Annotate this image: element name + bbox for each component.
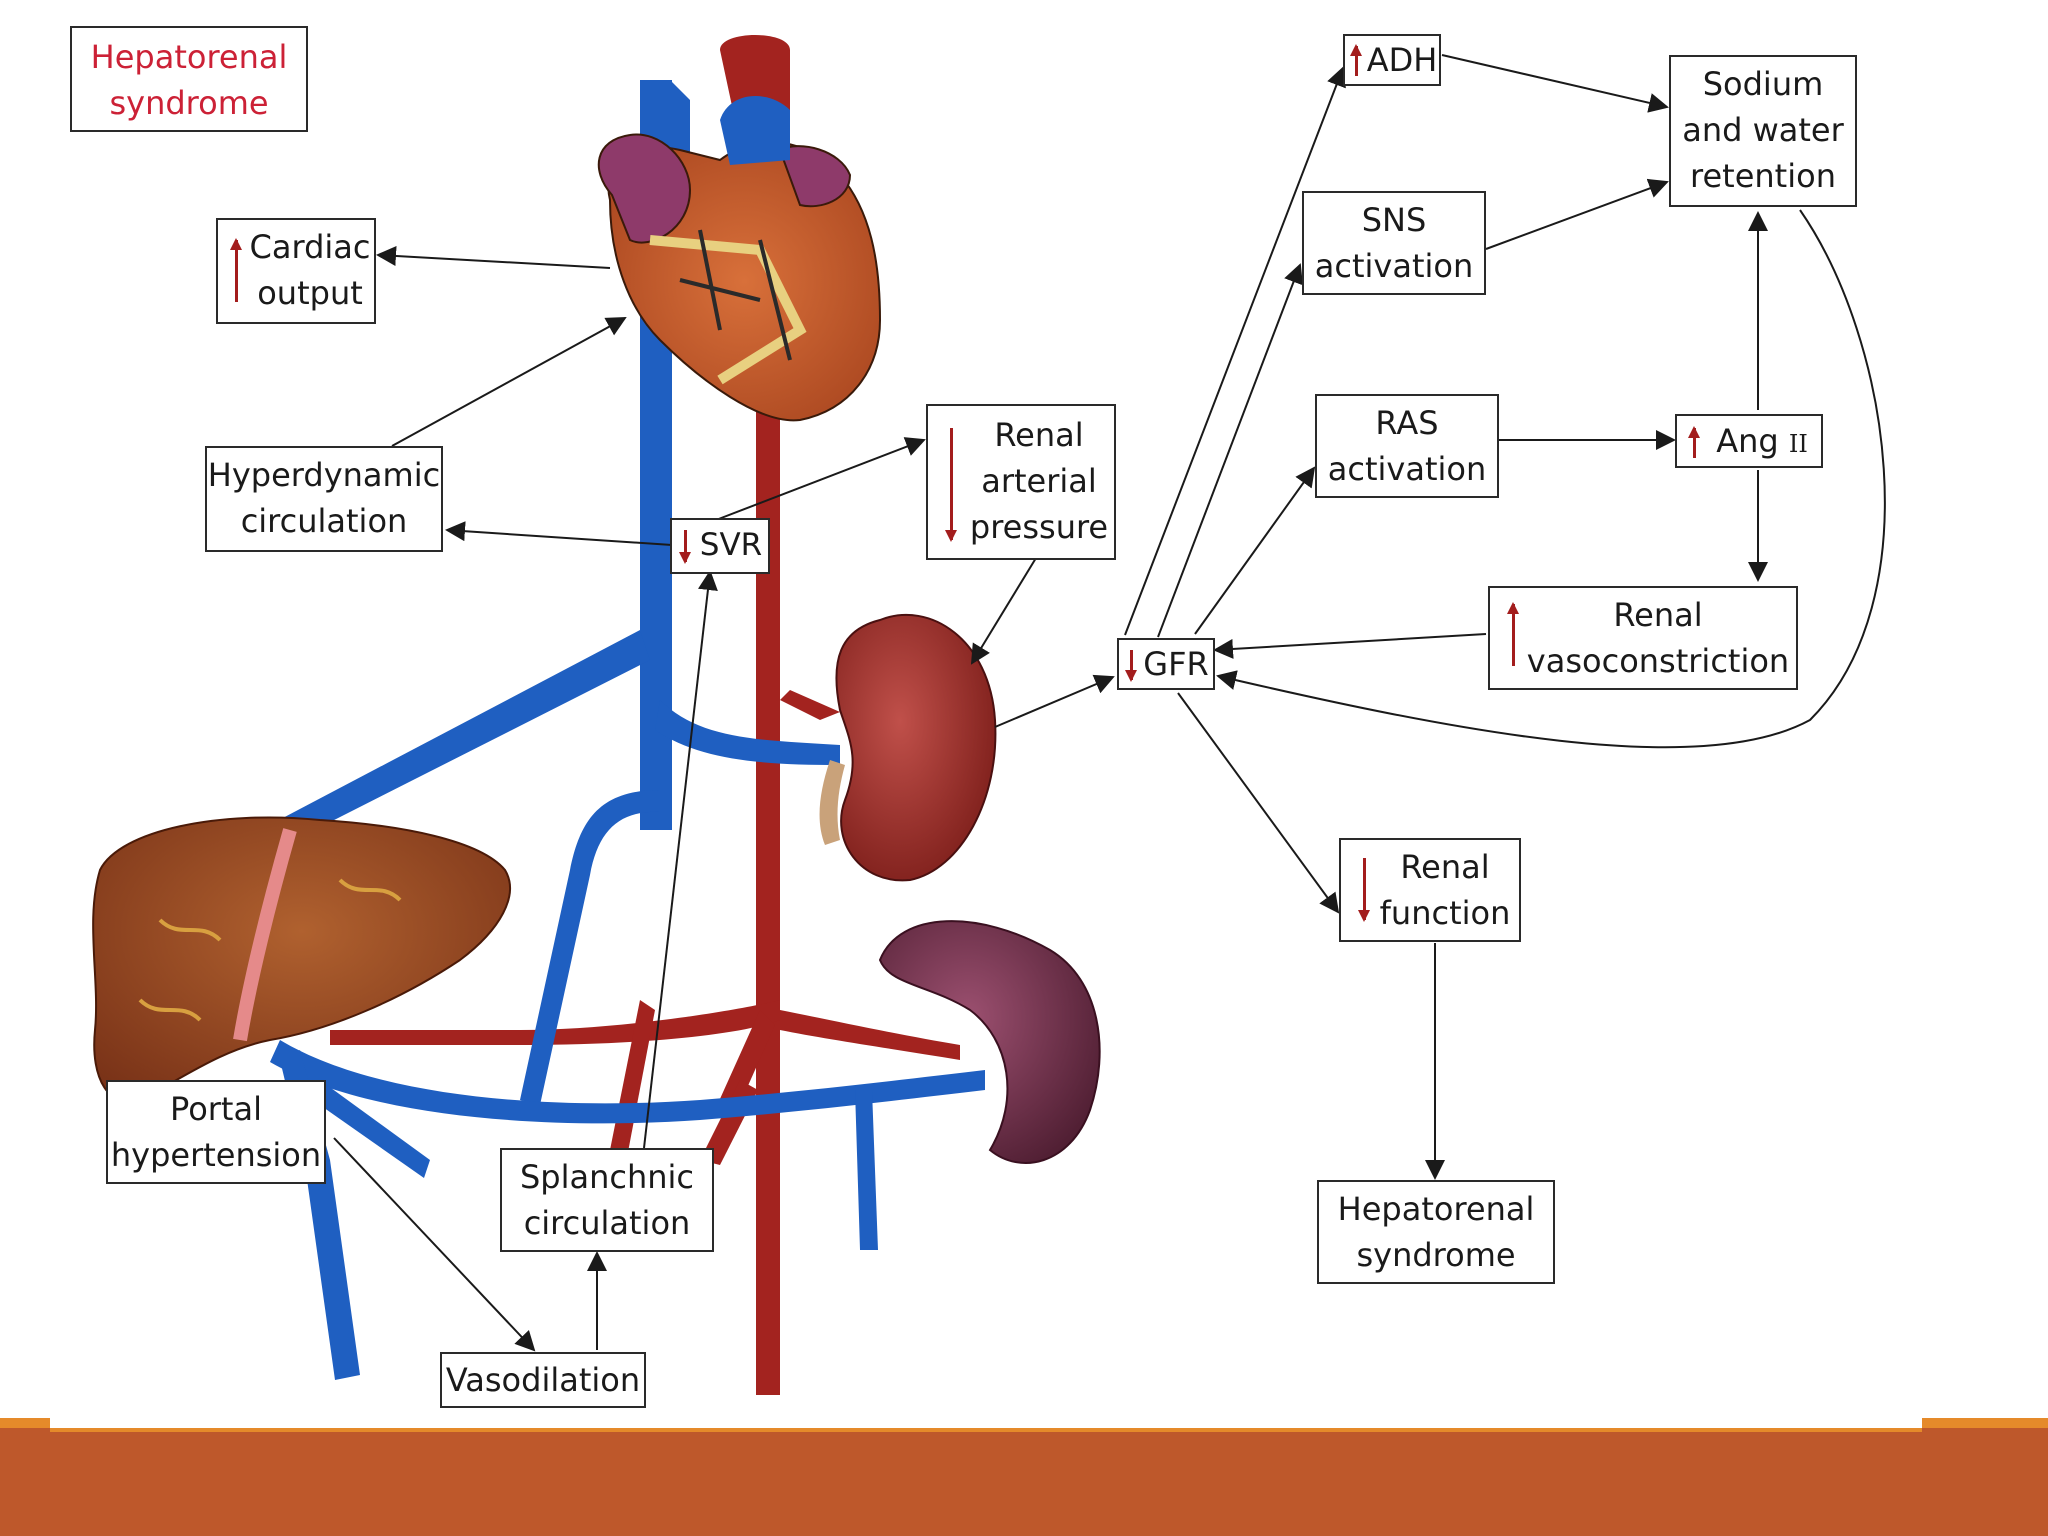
node-adh: ADH xyxy=(1343,34,1441,86)
node-renal-vasoconstriction: Renal vasoconstriction xyxy=(1488,586,1798,690)
node-sns-label: SNS activation xyxy=(1314,201,1474,285)
node-gfr: GFR xyxy=(1117,638,1215,690)
decrease-arrow-icon xyxy=(679,530,691,564)
node-ang-ii: Ang II xyxy=(1675,414,1823,468)
flow-connectors xyxy=(1124,54,1886,1180)
node-sodium-water-label: Sodium and water retention xyxy=(1682,65,1844,195)
node-renal-arterial-pressure: Renal arterial pressure xyxy=(926,404,1116,560)
decrease-arrow-icon xyxy=(1125,650,1137,682)
node-cardiac-output: Cardiac output xyxy=(216,218,376,324)
node-ang-ii-suffix: II xyxy=(1788,430,1808,458)
node-sodium-water-retention: Sodium and water retention xyxy=(1669,55,1857,207)
node-renal-function: Renal function xyxy=(1339,838,1521,942)
diagram-title: Hepatorenal syndrome xyxy=(70,26,308,132)
node-hyperdynamic-label: Hyperdynamic circulation xyxy=(207,456,441,540)
node-cardiac-output-label: Cardiac output xyxy=(249,228,371,312)
spleen xyxy=(878,920,1101,1164)
decrease-arrow-icon xyxy=(1358,858,1370,922)
node-hepatorenal-syndrome: Hepatorenal syndrome xyxy=(1317,1180,1555,1284)
heart xyxy=(597,96,882,422)
node-svr: SVR xyxy=(670,518,770,574)
node-portal-hypertension-label: Portal hypertension xyxy=(110,1090,322,1174)
node-hyperdynamic-circulation: Hyperdynamic circulation xyxy=(205,446,443,552)
node-gfr-label: GFR xyxy=(1143,645,1209,683)
liver xyxy=(92,816,511,1103)
node-renal-vasoconstriction-label: Renal vasoconstriction xyxy=(1526,596,1790,680)
slide-footer-band xyxy=(0,1418,2048,1536)
slide-footer-gap xyxy=(50,1418,1922,1428)
increase-arrow-icon xyxy=(230,238,242,302)
kidney xyxy=(819,614,997,882)
left-connectors xyxy=(333,246,1115,1352)
slide-footer-line xyxy=(50,1428,1922,1432)
node-adh-label: ADH xyxy=(1366,41,1438,79)
node-splanchnic-circulation: Splanchnic circulation xyxy=(500,1148,714,1252)
node-ang-ii-label: Ang xyxy=(1716,422,1789,460)
node-portal-hypertension: Portal hypertension xyxy=(106,1080,326,1184)
node-vasodilation: Vasodilation xyxy=(440,1352,646,1408)
increase-arrow-icon xyxy=(1688,426,1700,458)
node-vasodilation-label: Vasodilation xyxy=(445,1361,641,1399)
node-ras-label: RAS activation xyxy=(1327,404,1487,488)
increase-arrow-icon xyxy=(1507,602,1519,666)
node-svr-label: SVR xyxy=(699,527,763,563)
node-sns-activation: SNS activation xyxy=(1302,191,1486,295)
decrease-arrow-icon xyxy=(945,428,957,542)
node-ras-activation: RAS activation xyxy=(1315,394,1499,498)
increase-arrow-icon xyxy=(1350,44,1362,76)
diagram-title-text: Hepatorenal syndrome xyxy=(90,38,288,122)
node-renal-function-label: Renal function xyxy=(1379,848,1511,932)
node-hepatorenal-outcome-label: Hepatorenal syndrome xyxy=(1337,1190,1535,1274)
node-renal-arterial-label: Renal arterial pressure xyxy=(969,416,1109,546)
node-splanchnic-label: Splanchnic circulation xyxy=(519,1158,695,1242)
